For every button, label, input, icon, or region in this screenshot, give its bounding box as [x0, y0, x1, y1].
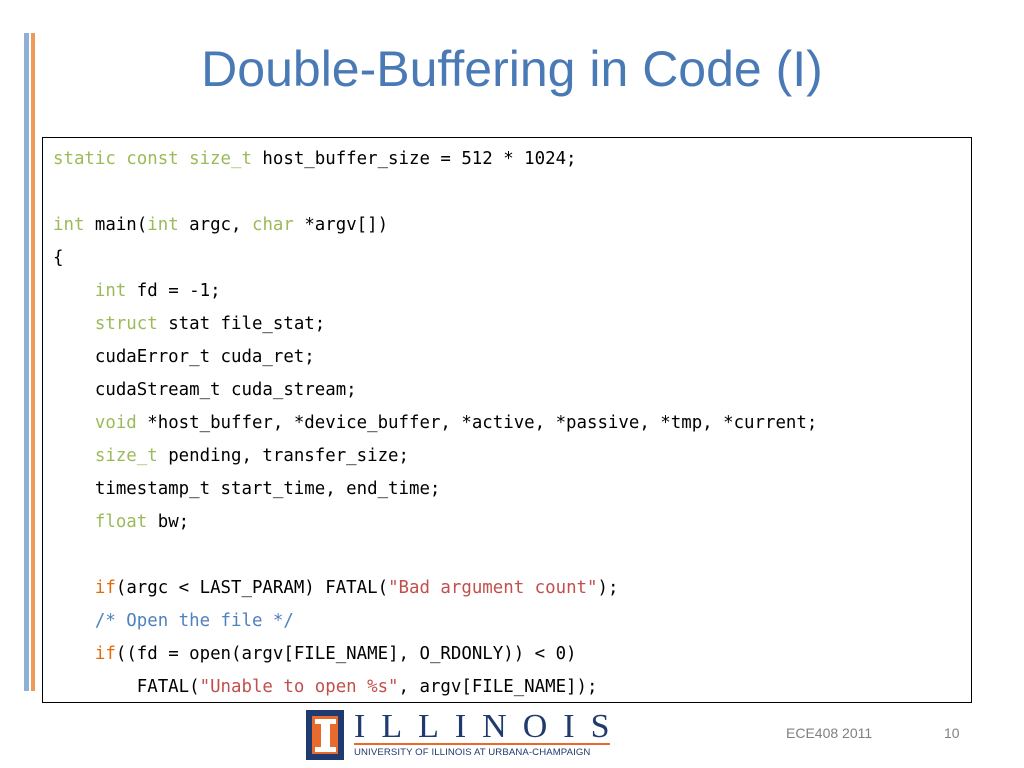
code-token: );	[597, 578, 619, 598]
code-line: if(argc < LAST_PARAM) FATAL("Bad argumen…	[53, 572, 971, 605]
code-token	[53, 512, 95, 532]
code-token: (argc < LAST_PARAM) FATAL(	[115, 578, 389, 598]
block-i-icon	[306, 710, 344, 760]
logo-subtitle: UNIVERSITY OF ILLINOIS AT URBANA-CHAMPAI…	[354, 747, 591, 758]
university-logo: ILLINOIS UNIVERSITY OF ILLINOIS AT URBAN…	[306, 708, 610, 760]
code-token: float	[94, 512, 148, 532]
page-number: 10	[944, 725, 960, 741]
code-block: static const size_t host_buffer_size = 5…	[42, 137, 972, 703]
code-token: int	[94, 281, 127, 301]
code-line: timestamp_t start_time, end_time;	[53, 473, 971, 506]
code-line: cudaStream_t cuda_stream;	[53, 374, 971, 407]
decorative-bar-blue	[24, 33, 29, 691]
code-token	[53, 446, 95, 466]
code-token	[53, 281, 95, 301]
code-line: {	[53, 242, 971, 275]
code-line: FATAL("Unable to open %s", argv[FILE_NAM…	[53, 671, 971, 704]
code-token: "Unable to open %s"	[199, 677, 399, 697]
code-line: /* Open the file */	[53, 605, 971, 638]
code-token: cudaError_t cuda_ret;	[53, 347, 315, 367]
code-line: if((fd = open(argv[FILE_NAME], O_RDONLY)…	[53, 638, 971, 671]
code-token: struct	[94, 314, 158, 334]
code-token	[53, 611, 95, 631]
code-token: bw;	[147, 512, 190, 532]
code-token	[53, 413, 95, 433]
code-line: float bw;	[53, 506, 971, 539]
code-token	[53, 578, 95, 598]
code-token: main(	[84, 215, 148, 235]
code-token	[53, 644, 95, 664]
code-line: int fd = -1;	[53, 275, 971, 308]
logo-wordmark: ILLINOIS	[354, 708, 626, 745]
code-token: if	[94, 644, 116, 664]
code-token: size_t	[94, 446, 158, 466]
code-token: static const size_t	[53, 149, 252, 169]
code-token: stat file_stat;	[157, 314, 326, 334]
code-token: , argv[FILE_NAME]);	[398, 677, 598, 697]
code-token	[53, 314, 95, 334]
slide-title: Double-Buffering in Code (I)	[201, 41, 823, 97]
code-token: ((fd = open(argv[FILE_NAME], O_RDONLY)) …	[115, 644, 577, 664]
code-token: *host_buffer, *device_buffer, *active, *…	[136, 413, 818, 433]
code-token: FATAL(	[53, 677, 200, 697]
code-token: argc,	[178, 215, 252, 235]
code-line: cudaError_t cuda_ret;	[53, 341, 971, 374]
code-token: if	[94, 578, 116, 598]
code-token: fd = -1;	[126, 281, 221, 301]
code-line: void *host_buffer, *device_buffer, *acti…	[53, 407, 971, 440]
code-line	[53, 539, 971, 572]
code-token: /* Open the file */	[94, 611, 294, 631]
code-token: "Bad argument count"	[388, 578, 598, 598]
code-line: struct stat file_stat;	[53, 308, 971, 341]
code-line: static const size_t host_buffer_size = 5…	[53, 143, 971, 176]
decorative-bar-orange	[31, 33, 35, 691]
code-token: char	[251, 215, 294, 235]
course-label: ECE408 2011	[786, 725, 873, 741]
code-token: void	[94, 413, 137, 433]
code-token: int	[53, 215, 85, 235]
code-token: int	[147, 215, 179, 235]
code-line: size_t pending, transfer_size;	[53, 440, 971, 473]
code-line: int main(int argc, char *argv[])	[53, 209, 971, 242]
code-token: {	[53, 248, 64, 268]
code-token: cudaStream_t cuda_stream;	[53, 380, 357, 400]
code-token: host_buffer_size = 512 * 1024;	[251, 149, 577, 169]
code-token: *argv[])	[293, 215, 389, 235]
code-line	[53, 176, 971, 209]
code-token: pending, transfer_size;	[157, 446, 409, 466]
code-token: timestamp_t start_time, end_time;	[53, 479, 441, 499]
logo-rule	[354, 743, 610, 745]
